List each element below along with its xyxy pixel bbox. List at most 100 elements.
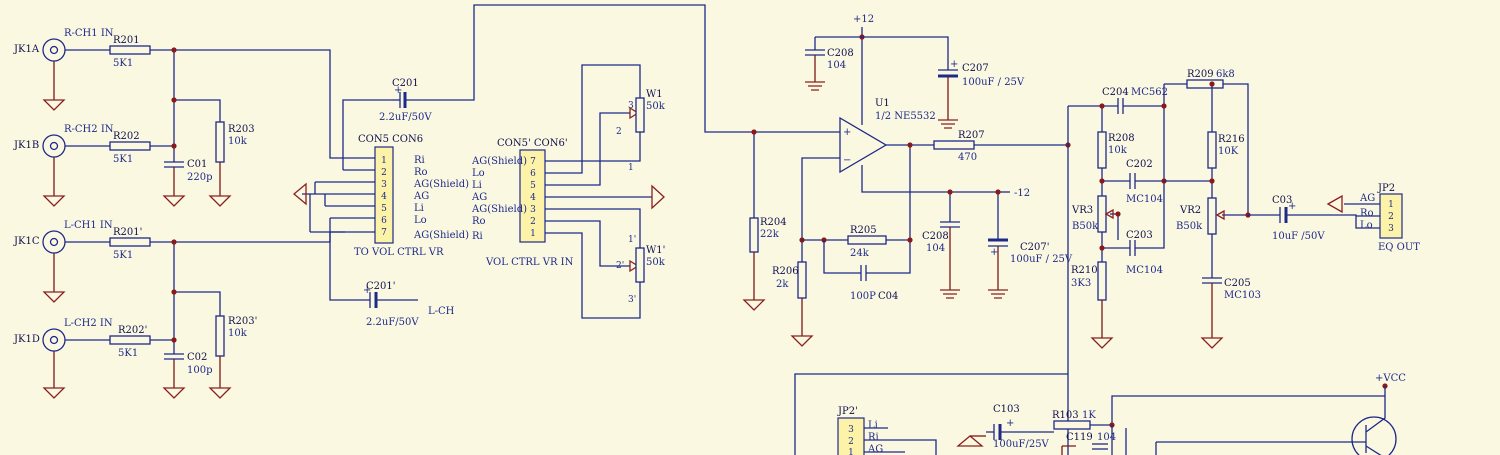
pin-number: 3': [628, 295, 636, 305]
pin-signal: AG(Shield): [413, 230, 469, 241]
resistor-value: 1K: [1082, 410, 1096, 421]
capacitor-ref: C207': [1020, 242, 1050, 253]
capacitor-c01: C01 220p: [164, 159, 213, 183]
resistor-r216: R216 10K: [1207, 131, 1245, 169]
opamp-minus: −: [843, 155, 851, 166]
connector-con5p: CON5' CON6' 7 6 5 4 3 2 1 AG(Shield) Lo …: [471, 138, 574, 268]
pot-ref: W1: [646, 89, 663, 100]
pin-number: 6: [381, 216, 387, 226]
resistor-r210: R210 3K3: [1071, 261, 1107, 301]
pin-signal: Ri: [472, 231, 483, 242]
resistor-value: 24k: [850, 248, 870, 259]
capacitor-ref: C01: [187, 159, 207, 170]
pin-number: 7: [381, 228, 387, 238]
pin-signal: AG(Shield): [471, 156, 527, 167]
capacitor-c207p: + C207' 100uF / 25V: [988, 238, 1073, 265]
jack-label: R-CH2 IN: [64, 124, 114, 135]
capacitor-value: 220p: [187, 172, 213, 183]
capacitor-ref: C103: [993, 404, 1020, 415]
pin-number: 2: [381, 168, 387, 178]
opamp-plus: +: [843, 127, 851, 138]
polarity-mark: +: [394, 85, 402, 96]
resistor-ref: R202': [118, 325, 147, 336]
capacitor-c04: 100P C04: [850, 265, 898, 302]
opamp-u1: + − U1 1/2 NE5532: [839, 98, 936, 174]
resistor-ref: R201': [113, 227, 142, 238]
resistor-r201p: R201' 5K1: [109, 227, 151, 261]
pin-number: 5: [530, 181, 536, 191]
capacitor-c119: C119 104: [1061, 432, 1116, 455]
resistor-r203p: R203' 10k: [215, 315, 257, 357]
jack-ref: JK1A: [13, 44, 40, 55]
resistor-value: 10K: [1218, 146, 1239, 157]
capacitor-c205: C205 MC103: [1202, 277, 1261, 301]
pin-signal: AG: [413, 191, 429, 202]
resistor-r204: R204 22k: [749, 217, 787, 253]
pin-number: 3: [530, 205, 536, 215]
pot-vr2: VR2 B50k: [1176, 197, 1248, 235]
jack-label: R-CH1 IN: [64, 28, 114, 39]
capacitor-ref: C204: [1102, 87, 1129, 98]
capacitor-value: 104: [827, 60, 846, 71]
resistor-ref: R208: [1108, 133, 1135, 144]
pot-value: B50k: [1072, 221, 1099, 232]
rail-neg12: -12: [1014, 188, 1030, 199]
resistor-value: 6k8: [1216, 69, 1235, 80]
pot-ref: VR2: [1179, 205, 1201, 216]
resistor-ref: R204: [760, 217, 787, 228]
resistor-value: 5K1: [118, 348, 138, 359]
capacitor-ref: C202: [1126, 159, 1153, 170]
pin-signal: AG: [1359, 193, 1375, 204]
resistor-r202: R202 5K1: [109, 131, 151, 165]
capacitor-value: 104: [1097, 432, 1116, 443]
pot-ref: W1': [646, 245, 665, 256]
polarity-mark: +: [950, 59, 958, 70]
polarity-mark: +: [1288, 201, 1296, 212]
jack-jk1d: JK1D L-CH2 IN: [13, 318, 113, 399]
resistor-r103: R103 1K: [1052, 410, 1096, 430]
pin-number: 1: [1388, 200, 1394, 210]
resistor-value: 22k: [760, 229, 780, 240]
pin-number: 1': [628, 235, 636, 245]
pin-signal: Li: [868, 420, 878, 431]
polarity-mark: +: [990, 247, 998, 258]
capacitor-ref: C02: [187, 352, 207, 363]
pin-signal: Ri: [868, 432, 879, 443]
pin-number: 2: [616, 127, 622, 137]
capacitor-value: 100uF / 25V: [1010, 254, 1073, 265]
header-jp2: JP2 1 2 3 AG Ro Lo EQ OUT: [1359, 183, 1420, 253]
pin-number: 1: [848, 448, 854, 455]
connector-title: CON5' CON6': [497, 138, 568, 149]
jack-ref: JK1D: [13, 334, 40, 345]
resistor-r203: R203 10k: [215, 121, 255, 163]
header-ref: JP2: [1377, 183, 1395, 194]
capacitor-c207: + C207 100uF / 25V: [938, 59, 1025, 88]
pin-number: 4: [530, 193, 536, 203]
resistor-ref: R207: [958, 130, 985, 141]
resistor-value: 5K1: [113, 250, 133, 261]
capacitor-c201: + C201 2.2uF/50V: [379, 4, 840, 133]
capacitor-value: 100uF/25V: [993, 439, 1050, 450]
capacitor-c203: C203 MC104: [1126, 230, 1163, 276]
capacitor-c208: C208 104: [805, 48, 854, 71]
pin-signal: Lo: [1360, 220, 1373, 231]
jack-jk1c: JK1C L-CH1 IN: [13, 220, 113, 303]
resistor-ref: R210: [1071, 265, 1098, 276]
capacitor-c02: C02 100p: [164, 352, 213, 376]
capacitor-ref: C203: [1126, 230, 1153, 241]
rail-vcc: +VCC: [1375, 373, 1406, 384]
capacitor-ref: C201: [392, 78, 419, 89]
resistor-value: 470: [958, 152, 977, 163]
pin-number: 7: [530, 157, 536, 167]
resistor-value: 5K1: [113, 154, 133, 165]
pin-signal: Ro: [1360, 208, 1374, 219]
pin-number: 3: [381, 180, 387, 190]
resistor-r206: R206 2k: [772, 261, 807, 299]
pin-number: 2: [848, 437, 854, 447]
resistor-value: 10k: [228, 328, 248, 339]
capacitor-ref: C207: [962, 63, 989, 74]
pot-w1p: W1' 50k 1' 2' 3': [616, 235, 666, 305]
resistor-ref: R202: [113, 131, 140, 142]
pin-number: 5: [381, 204, 387, 214]
